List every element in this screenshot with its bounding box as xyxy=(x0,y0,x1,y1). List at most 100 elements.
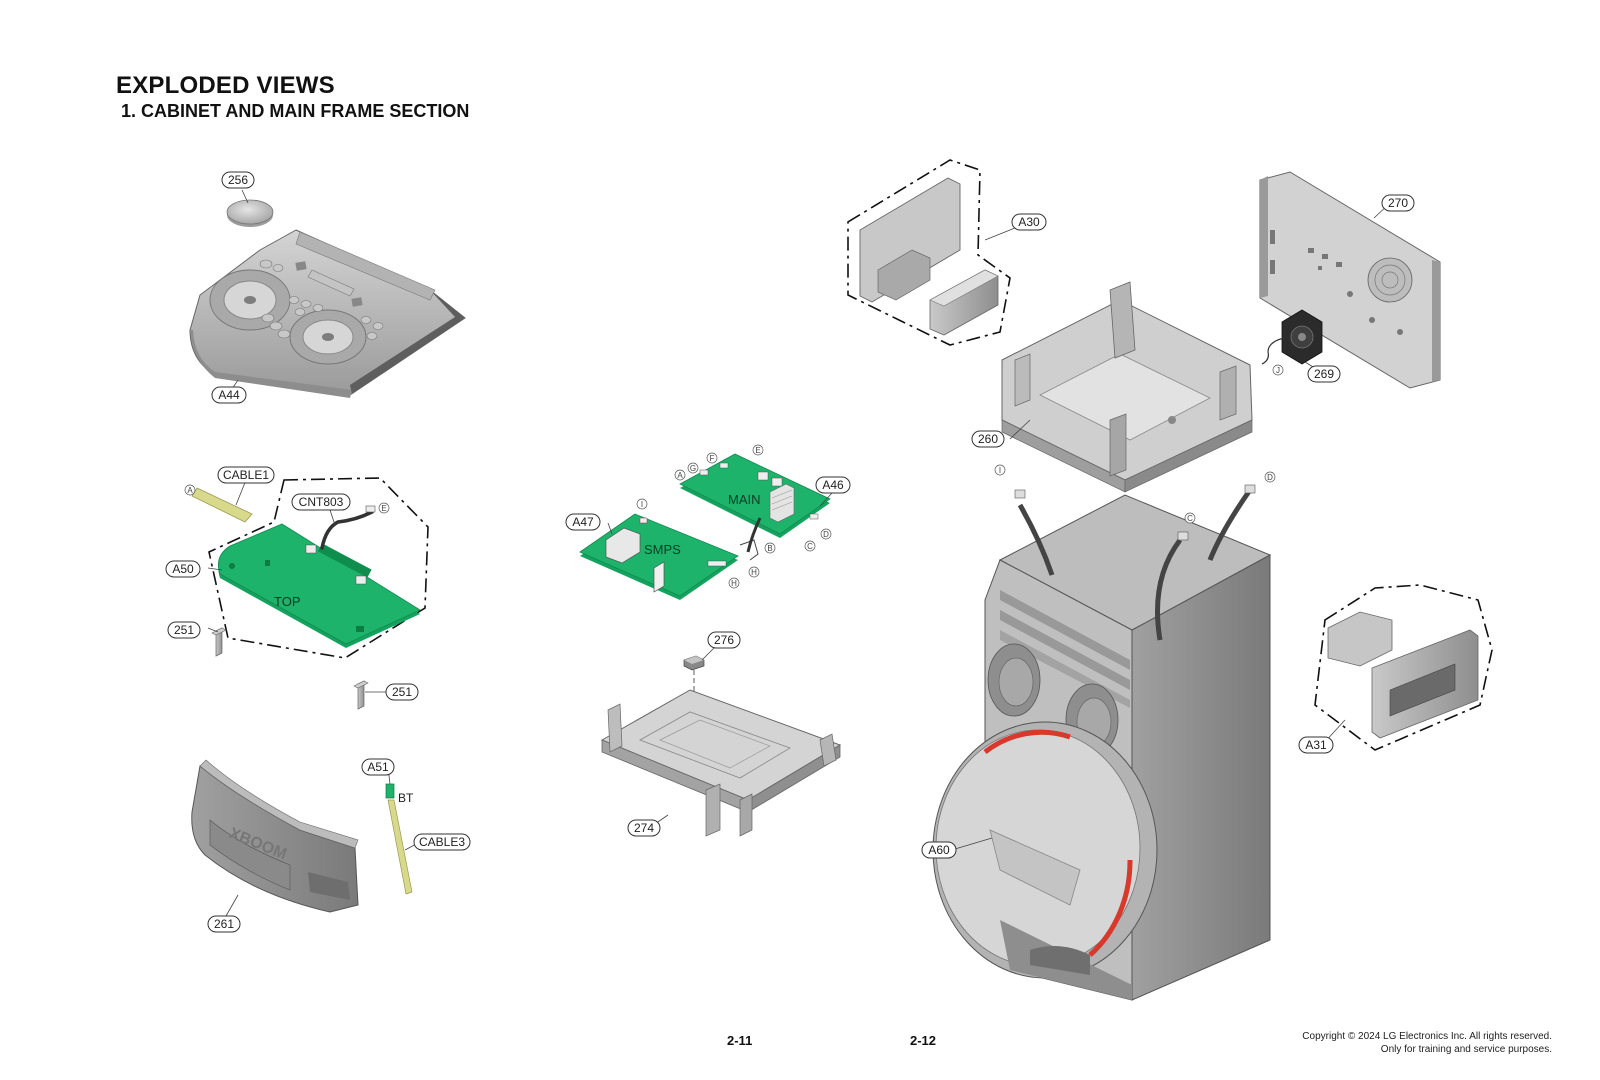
rubber-foot-276 xyxy=(683,655,705,671)
rear-bracket-a30 xyxy=(859,177,999,336)
connector-g-main: G xyxy=(687,462,699,474)
page-number-right: 2-12 xyxy=(910,1033,937,1048)
speaker-cable-right xyxy=(1207,488,1253,561)
callout-cnt803: CNT803 xyxy=(291,493,351,511)
rear-panel-270 xyxy=(1259,171,1441,389)
fan-wire xyxy=(1261,337,1285,365)
terminal-cover-a31 xyxy=(1327,611,1479,739)
svg-text:A51: A51 xyxy=(367,760,389,774)
svg-text:A31: A31 xyxy=(1305,738,1327,752)
page-title: EXPLODED VIEWS xyxy=(116,72,335,99)
svg-text:C: C xyxy=(807,542,813,551)
connector-d-speaker: D xyxy=(1264,471,1276,483)
smps-pcb-a47 xyxy=(579,513,739,600)
svg-text:251: 251 xyxy=(392,685,412,699)
callout-270: 270 xyxy=(1381,194,1415,212)
svg-text:260: 260 xyxy=(978,432,998,446)
plug-i xyxy=(1014,489,1026,499)
connector-e-main: E xyxy=(752,444,764,456)
svg-text:CNT803: CNT803 xyxy=(299,495,344,509)
svg-text:G: G xyxy=(690,464,696,473)
connector-h-smps: H xyxy=(728,577,740,589)
connector-b-main: B xyxy=(764,542,776,554)
cnt803-plug xyxy=(365,505,376,513)
cnt803-wire xyxy=(320,510,374,550)
connector-i-speaker: I xyxy=(994,464,1006,476)
callout-a47: A47 xyxy=(565,513,601,531)
connector-e-cnt803: E xyxy=(378,502,390,514)
svg-text:A50: A50 xyxy=(172,562,194,576)
svg-text:A44: A44 xyxy=(218,388,240,402)
svg-text:256: 256 xyxy=(228,173,248,187)
svg-text:I: I xyxy=(641,500,643,509)
top-board-label: TOP xyxy=(274,594,301,609)
callout-a60: A60 xyxy=(921,841,957,859)
callout-a46: A46 xyxy=(815,476,851,494)
callout-276: 276 xyxy=(707,631,741,649)
svg-text:C: C xyxy=(1187,514,1193,523)
smps-wire xyxy=(739,539,759,561)
callout-260: 260 xyxy=(971,430,1005,448)
connector-j-fan: J xyxy=(1272,364,1284,376)
svg-text:H: H xyxy=(751,568,757,577)
svg-text:269: 269 xyxy=(1314,367,1334,381)
svg-text:CABLE1: CABLE1 xyxy=(223,468,269,482)
copyright-notice: Copyright © 2024 LG Electronics Inc. All… xyxy=(1302,1030,1552,1056)
svg-text:A47: A47 xyxy=(572,515,594,529)
connector-a-main: A xyxy=(674,469,686,481)
top-pcb-group-outline xyxy=(208,477,429,659)
section-title: 1. CABINET AND MAIN FRAME SECTION xyxy=(121,101,470,121)
callout-cable3: CABLE3 xyxy=(413,833,471,851)
top-cabinet-a44 xyxy=(189,229,466,398)
svg-text:H: H xyxy=(731,579,737,588)
callout-269: 269 xyxy=(1307,365,1341,383)
svg-text:B: B xyxy=(767,544,772,553)
svg-text:A60: A60 xyxy=(928,843,950,857)
main-pcb-a46 xyxy=(679,453,831,538)
connector-h-main: H xyxy=(748,566,760,578)
svg-text:E: E xyxy=(755,446,760,455)
bt-label: BT xyxy=(398,791,414,805)
callout-251-right: 251 xyxy=(385,683,419,701)
flat-cable-cable1 xyxy=(191,487,253,523)
connector-d-main: D xyxy=(820,528,832,540)
svg-text:CABLE3: CABLE3 xyxy=(419,835,465,849)
bracket-251-right xyxy=(353,680,369,710)
connector-a-cable1: A xyxy=(184,484,196,496)
callout-a31: A31 xyxy=(1298,736,1334,754)
a30-group-outline xyxy=(847,159,1011,346)
top-pcb-a50 xyxy=(217,523,421,648)
main-frame-tray-274 xyxy=(600,689,842,837)
bt-module-a51 xyxy=(385,783,395,799)
connector-c-main: C xyxy=(804,540,816,552)
callout-a51: A51 xyxy=(361,758,395,776)
svg-text:D: D xyxy=(1267,473,1273,482)
a31-group-outline xyxy=(1314,584,1493,751)
bracket-251-left xyxy=(211,627,227,657)
svg-text:251: 251 xyxy=(174,623,194,637)
callout-cable1: CABLE1 xyxy=(217,466,275,484)
page-number-left: 2-11 xyxy=(727,1033,753,1048)
svg-text:I: I xyxy=(999,466,1001,475)
speaker-cabinet-a60 xyxy=(932,494,1272,1001)
callout-a44: A44 xyxy=(211,386,247,404)
callout-a50: A50 xyxy=(165,560,201,578)
callout-a30: A30 xyxy=(1011,213,1047,231)
svg-text:E: E xyxy=(381,504,386,513)
svg-text:270: 270 xyxy=(1388,196,1408,210)
svg-text:A: A xyxy=(677,471,683,480)
plug-d xyxy=(1244,484,1256,494)
copyright-line-1: Copyright © 2024 LG Electronics Inc. All… xyxy=(1302,1031,1552,1042)
knob-cap-256 xyxy=(226,199,274,227)
copyright-line-2: Only for training and service purposes. xyxy=(1380,1044,1552,1055)
svg-text:F: F xyxy=(710,454,715,463)
svg-text:274: 274 xyxy=(634,821,654,835)
svg-text:J: J xyxy=(1276,366,1280,375)
plug-c xyxy=(1177,531,1189,541)
svg-text:A: A xyxy=(187,486,193,495)
front-bezel-261: XBOOM xyxy=(191,759,359,913)
callout-261: 261 xyxy=(207,915,241,933)
callout-256: 256 xyxy=(221,171,255,189)
cooling-fan-269 xyxy=(1281,309,1323,365)
